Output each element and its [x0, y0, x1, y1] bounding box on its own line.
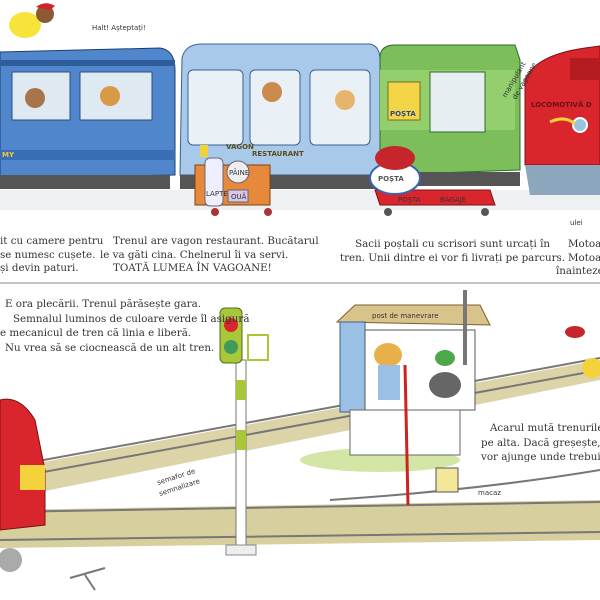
caption-line: Sacii poștali cu scrisori sunt urcați în: [355, 238, 551, 250]
locomotive: LOCOMOTIVĂ D: [524, 45, 600, 195]
caption-switchman: Acarul mută trenurile pe alta. Dacă greș…: [481, 421, 600, 465]
caption-line: tren. Unii dintre ei vor fi livrați pe p…: [340, 251, 566, 264]
bread-label: PÂINE: [229, 168, 249, 177]
restaurant-label: VAGON: [226, 143, 254, 151]
post-car: POȘTA: [379, 44, 521, 186]
restaurant-label: RESTAURANT: [252, 150, 304, 158]
caption-line: E ora plecării. Trenul părăsește gara.: [5, 298, 201, 310]
signal-light: [219, 307, 269, 556]
caption-line: pe alta. Dacă greșește, t: [481, 436, 600, 449]
caption-line: Nu vrea să se ciocnească de un alt tren.: [5, 341, 215, 354]
signal-box-label: post de manevrare: [372, 312, 439, 320]
caption-line: Motoare: [568, 251, 600, 264]
caption-line: se numesc cușete.: [0, 248, 96, 261]
caption-post: Sacii poștali cu scrisori sunt urcați în…: [340, 238, 565, 265]
cart-label: BAGAJE: [440, 196, 466, 204]
cat-with-hat: [565, 326, 600, 378]
caption-line: Semnalul luminos de culoare verde îl asi…: [13, 312, 250, 325]
caption-departure: E ora plecării. Trenul părăsește gara. S…: [0, 297, 249, 355]
oil-label: ulei: [570, 219, 583, 227]
caption-line: înainteze p: [556, 265, 600, 277]
sleeper-car: MY: [0, 47, 176, 189]
red-locomotive: [0, 398, 46, 572]
tools: [69, 567, 106, 591]
milk-label: LAPTE: [206, 190, 228, 198]
caption-restaurant: Trenul are vagon restaurant. Bucătarul l…: [100, 235, 319, 276]
caption-sleeper: it cu camere pentru se numesc cușete. și…: [0, 235, 103, 276]
running-beaver: [9, 3, 55, 38]
cart-label: POȘTA: [398, 196, 421, 204]
eggs-label: OUĂ: [231, 192, 247, 201]
post-label: POȘTA: [390, 110, 416, 118]
caption-line: e mecanicul de tren că linia e liberă.: [0, 327, 192, 339]
locomotive-label: LOCOMOTIVĂ D: [531, 100, 592, 109]
caption-line: Trenul are vagon restaurant. Bucătarul: [113, 235, 319, 247]
speech-text: Halt! Așteptați!: [92, 24, 146, 33]
signal-box: [335, 290, 491, 506]
switch-label: macaz: [478, 489, 501, 497]
caption-line: le va găti cina. Chelnerul îi va servi.: [100, 248, 289, 261]
mailbag-label: POȘTA: [378, 175, 404, 183]
caption-line: și devin paturi.: [0, 262, 79, 274]
caption-line: TOATĂ LUMEA ÎN VAGOANE!: [113, 262, 272, 274]
restaurant-car: [179, 43, 381, 189]
platform: [0, 190, 600, 210]
train: MY POȘTA LOCOMOTIVĂ D: [0, 3, 600, 227]
car-label: MY: [2, 151, 15, 159]
postal-cart: POȘTA POȘTA BAGAJE: [369, 146, 496, 216]
caption-line: vor ajunge unde trebuie.: [481, 451, 600, 463]
caption-line: Acarul mută trenurile: [490, 422, 600, 434]
caption-locomotive: Motoare Motoare înainteze p: [556, 238, 600, 279]
restaurant-cart: LAPTE PÂINE OUĂ: [194, 157, 272, 216]
caption-line: it cu camere pentru: [0, 235, 104, 247]
caption-line: Motoare: [568, 238, 600, 250]
